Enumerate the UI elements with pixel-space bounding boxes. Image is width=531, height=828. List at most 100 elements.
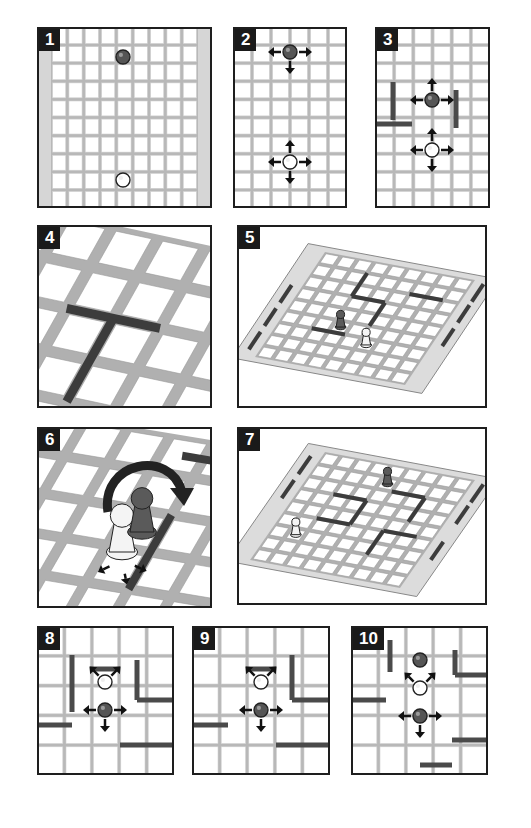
board-square <box>295 544 314 555</box>
pawn-head <box>292 518 300 526</box>
board-square <box>53 83 66 98</box>
move-arrow-head <box>98 565 106 574</box>
board-square <box>336 565 355 576</box>
board-square <box>379 278 398 289</box>
board-square <box>118 29 131 44</box>
panel-art <box>233 27 347 208</box>
wall <box>454 90 459 128</box>
board-square <box>192 251 212 290</box>
board-square <box>282 339 301 350</box>
board-square <box>151 47 164 62</box>
board-square <box>151 155 164 170</box>
board-square <box>118 119 131 134</box>
board-square <box>328 550 347 561</box>
move-arrow-head <box>285 178 295 184</box>
move-arrow-shaft <box>299 51 306 54</box>
board-square <box>377 65 393 80</box>
board-square <box>102 173 115 188</box>
board-square <box>151 173 164 188</box>
board-square <box>289 300 308 311</box>
dark-pawn <box>116 50 130 64</box>
wall <box>137 698 174 703</box>
wall <box>276 743 330 748</box>
board-square <box>183 101 196 116</box>
board-groove <box>37 225 212 408</box>
panel-art <box>37 225 212 408</box>
light-pawn <box>254 675 268 689</box>
board-square <box>453 155 469 170</box>
board-square <box>93 747 117 774</box>
board-square <box>194 628 218 655</box>
board-square <box>437 276 456 287</box>
board-square <box>422 325 441 336</box>
board-square <box>388 293 407 304</box>
board-square <box>436 503 455 514</box>
board-square <box>330 47 346 62</box>
board-square <box>472 29 488 44</box>
board-square <box>85 119 98 134</box>
board-frame <box>237 244 487 394</box>
callout-number: 5 <box>239 227 260 249</box>
board-square <box>102 119 115 134</box>
board-square <box>183 119 196 134</box>
board-square <box>134 155 147 170</box>
perspective-board <box>37 427 212 608</box>
dark-pawn <box>254 703 268 717</box>
perspective-board <box>237 443 487 596</box>
board-square <box>254 101 270 116</box>
board-square <box>179 565 212 599</box>
board-square <box>391 372 410 383</box>
board-square <box>118 101 131 116</box>
board-square <box>194 657 218 684</box>
board-square <box>396 101 412 116</box>
board-square <box>115 432 164 466</box>
perspective-board <box>237 244 487 394</box>
figure-panel: 6 <box>37 427 212 608</box>
board-square <box>336 538 355 549</box>
board-square <box>407 747 431 774</box>
board-square <box>93 628 117 655</box>
board-square <box>403 469 422 480</box>
board-square <box>254 83 270 98</box>
wall <box>452 738 488 743</box>
board-square <box>249 747 273 774</box>
board-square <box>353 460 372 471</box>
board-square <box>403 269 422 280</box>
board-square <box>151 137 164 152</box>
wall <box>471 484 484 502</box>
board-square <box>66 717 90 744</box>
board-square <box>85 47 98 62</box>
move-arrow-shaft <box>426 677 431 682</box>
board-square <box>396 173 412 188</box>
board-square <box>122 376 175 408</box>
board-square <box>249 628 273 655</box>
board-square <box>93 717 117 744</box>
wall <box>458 305 470 323</box>
board-square <box>453 47 469 62</box>
board-square <box>253 550 272 561</box>
board-square <box>273 324 292 335</box>
figure-panel: 8 <box>37 626 174 775</box>
board-square <box>370 572 389 583</box>
board-square <box>102 101 115 116</box>
board-square <box>275 350 294 361</box>
board-square <box>235 173 251 188</box>
board-square <box>102 155 115 170</box>
callout-number: 4 <box>39 227 60 249</box>
board-square <box>273 29 289 44</box>
move-arrow-head <box>415 732 425 738</box>
board-groove <box>37 427 212 608</box>
board-square <box>406 322 425 333</box>
board-square <box>249 717 273 744</box>
board-groove <box>192 626 330 775</box>
board-square <box>330 295 349 306</box>
move-arrow-shaft <box>416 149 423 152</box>
board-square <box>472 192 488 207</box>
wall <box>292 698 330 703</box>
board-square <box>145 241 198 280</box>
board-square <box>72 427 121 458</box>
board-square <box>69 155 82 170</box>
wall <box>135 660 140 700</box>
board-square <box>472 47 488 62</box>
board-square <box>303 505 322 516</box>
